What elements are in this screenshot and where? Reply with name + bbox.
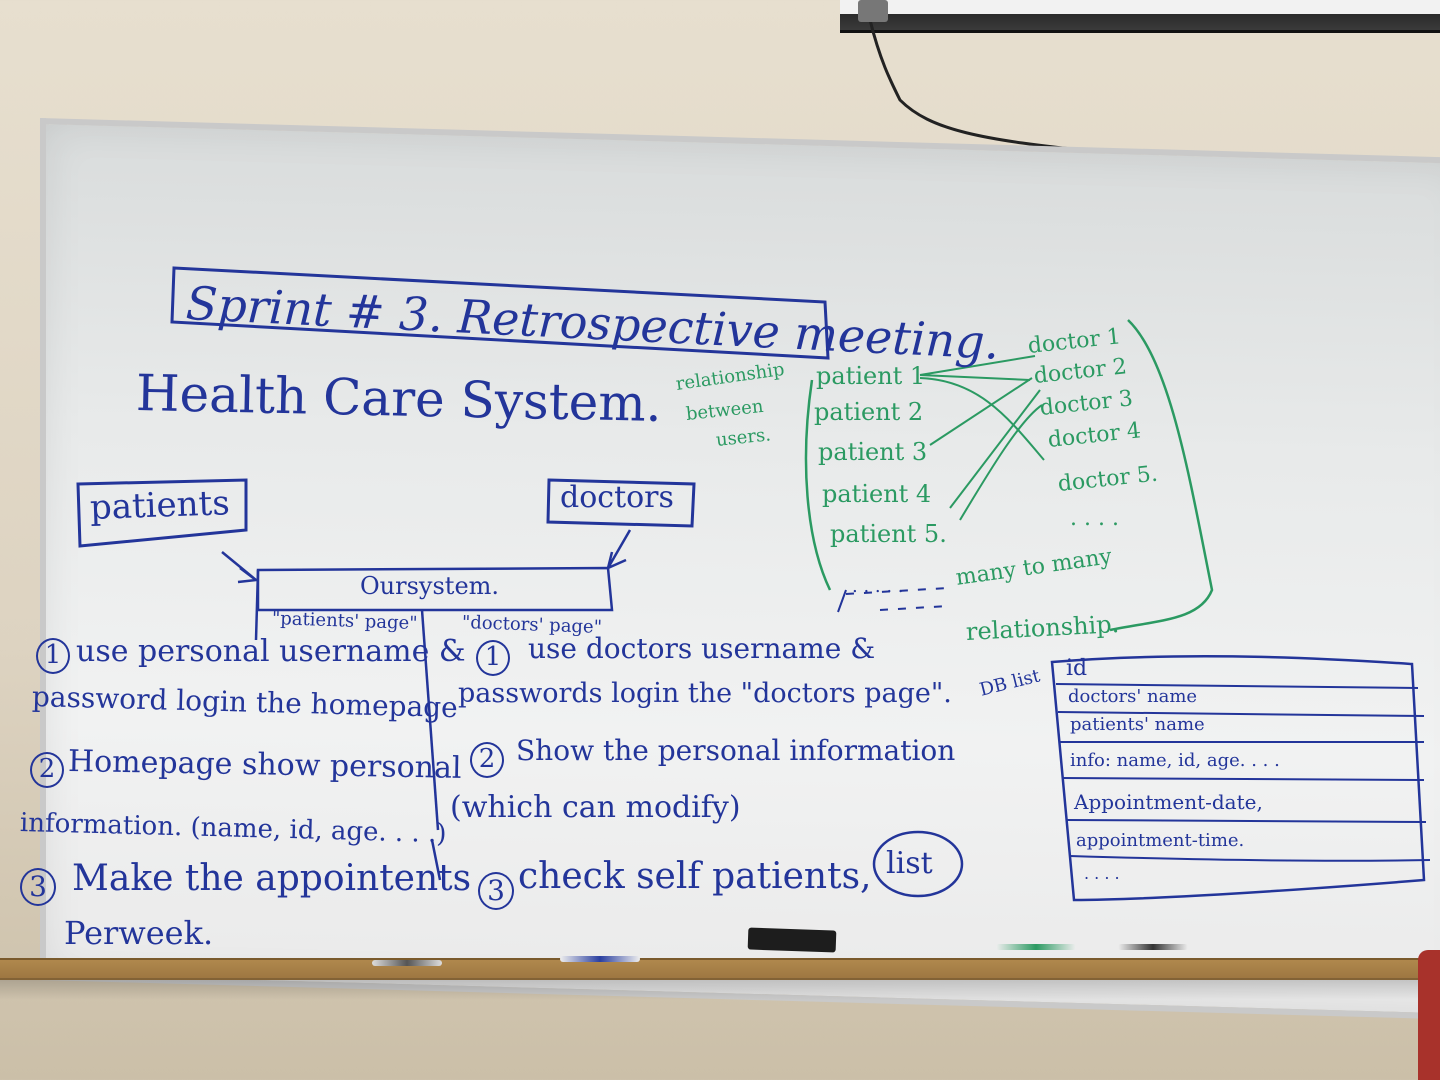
whiteboard-eraser[interactable] (747, 927, 837, 953)
marker[interactable] (372, 960, 442, 966)
db-row: id (1066, 656, 1088, 681)
list-item-text: Make the appointents (72, 858, 472, 899)
db-row: appointment-time. (1076, 830, 1245, 851)
projector-screen-surface (840, 0, 1440, 14)
list-item-number: 1 (476, 640, 510, 676)
patient-node: patient 4 (822, 480, 932, 508)
db-row: info: name, id, age. . . . (1070, 750, 1280, 771)
list-item-text: use personal username & (76, 634, 466, 669)
system-title: Health Care System. (135, 364, 663, 434)
system-box-title: Oursystem. (360, 572, 500, 600)
db-row: patients' name (1070, 714, 1205, 735)
patients-actor-label: patients (89, 483, 231, 528)
db-row: doctors' name (1068, 686, 1198, 707)
marker[interactable] (1118, 944, 1188, 950)
list-item-text: Show the personal information (516, 734, 956, 767)
patient-node: patient 2 (814, 398, 924, 426)
list-item-text: use doctors username & (528, 632, 876, 665)
list-item-number: 1 (36, 638, 70, 674)
tray-shadow (0, 978, 1440, 1000)
list-item-number: 3 (478, 872, 514, 910)
list-item-text: passwords login the "doctors page". (458, 678, 952, 709)
db-row: . . . . (1084, 864, 1120, 883)
list-item-number: 2 (470, 742, 504, 778)
marker[interactable] (996, 944, 1076, 950)
doctors-actor-label: doctors (560, 480, 674, 515)
db-row: Appointment-date, (1074, 790, 1263, 814)
doctor-ellipsis: . . . . (1070, 506, 1119, 531)
list-item-text: Homepage show personal (67, 744, 462, 786)
patient-node: patient 1 (816, 362, 926, 390)
list-item-number: 2 (30, 752, 64, 788)
patient-node: patient 5. (830, 520, 947, 548)
marker-tray (0, 958, 1440, 980)
patient-ellipsis: . . . . . (852, 576, 904, 597)
chair (1418, 950, 1440, 1080)
list-item-text: check self patients, (518, 856, 872, 897)
list-item-text: list (886, 846, 933, 881)
patient-node: patient 3 (818, 438, 928, 466)
marker[interactable] (560, 956, 640, 962)
list-item-number: 3 (20, 868, 56, 906)
list-item-text: Perweek. (64, 914, 214, 952)
list-item-text: (which can modify) (450, 790, 741, 825)
